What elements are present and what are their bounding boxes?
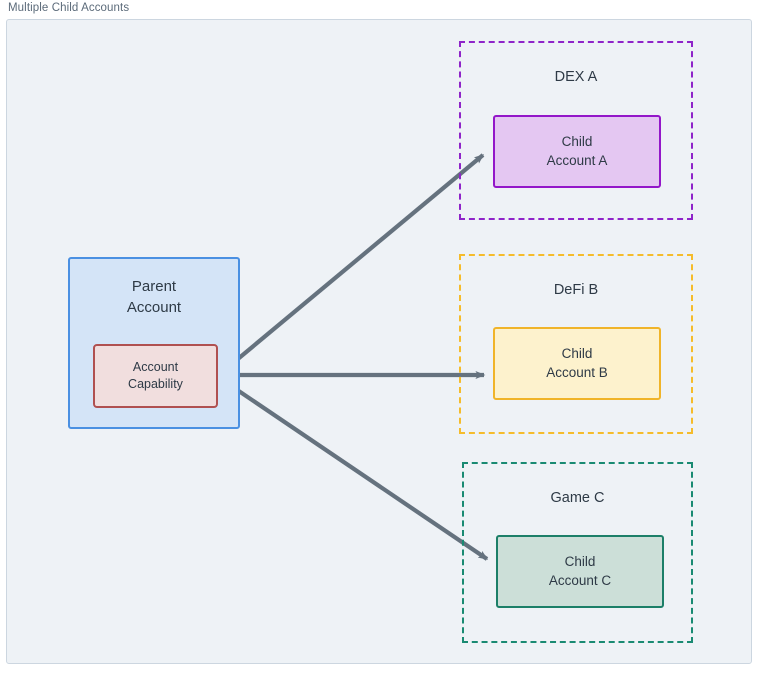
child-account-a-node[interactable]: Child Account A: [493, 115, 661, 188]
group-game-c-label: Game C: [550, 490, 605, 506]
child-account-a-label: Child Account A: [547, 133, 608, 170]
child-account-a-label-line1: Child: [561, 133, 593, 149]
group-defi-b[interactable]: DeFi B: [459, 254, 693, 434]
child-account-c-node[interactable]: Child Account C: [496, 535, 664, 608]
group-dex-a[interactable]: DEX A: [459, 41, 693, 220]
child-account-b-label-line2: Account B: [546, 364, 608, 380]
account-capability-node[interactable]: Account Capability: [93, 344, 218, 408]
group-dex-a-label: DEX A: [554, 69, 598, 85]
parent-account-title-line2: Account: [126, 298, 182, 316]
group-defi-b-label: DeFi B: [553, 282, 599, 298]
child-account-b-label-line1: Child: [561, 345, 593, 361]
account-capability-label-line1: Account: [132, 359, 179, 374]
child-account-c-label: Child Account C: [549, 553, 611, 590]
child-account-b-label: Child Account B: [546, 345, 608, 382]
parent-account-title: Parent Account: [127, 277, 181, 318]
child-account-c-label-line1: Child: [564, 553, 596, 569]
diagram-title: Multiple Child Accounts: [8, 2, 130, 14]
account-capability-label-line2: Capability: [128, 377, 183, 391]
group-game-c[interactable]: Game C: [462, 462, 693, 643]
child-account-a-label-line2: Account A: [546, 152, 608, 168]
parent-account-title-line1: Parent: [131, 278, 177, 295]
child-account-b-node[interactable]: Child Account B: [493, 327, 661, 400]
child-account-c-label-line2: Account C: [548, 572, 612, 588]
